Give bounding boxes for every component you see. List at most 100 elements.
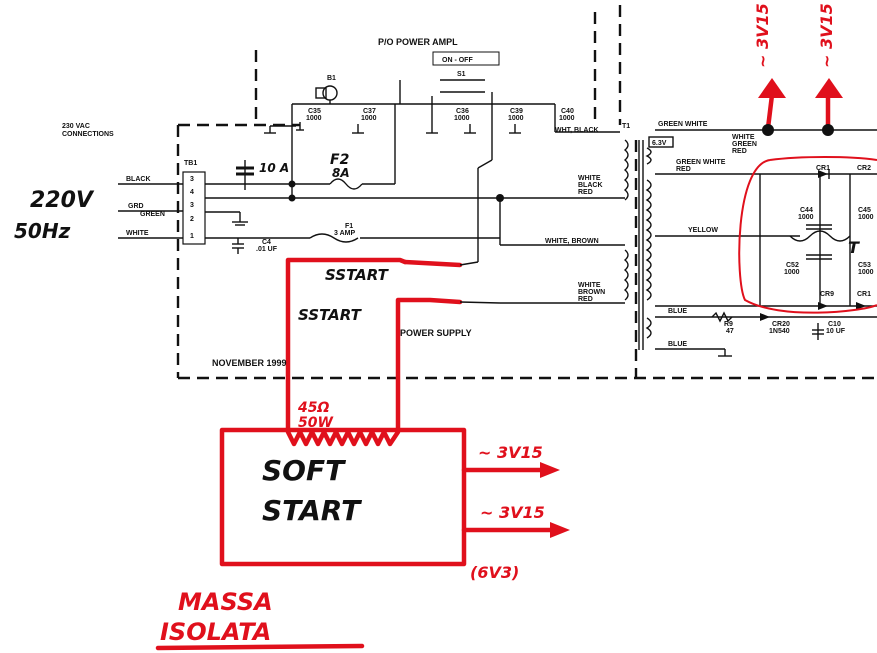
terminal-num-2: 4 bbox=[190, 189, 194, 196]
cap-c10-ref: C10 bbox=[828, 321, 841, 328]
sec-wgr-2: GREEN bbox=[732, 141, 757, 148]
power-supply-label: POWER SUPPLY bbox=[400, 328, 472, 338]
sec-white-green-red: WHITE GREEN RED bbox=[732, 134, 759, 155]
connections-label: 230 VAC CONNECTIONS bbox=[62, 123, 114, 138]
cap-c40-ref: C40 bbox=[561, 108, 574, 115]
resistor-r9-ref: R9 bbox=[724, 321, 733, 328]
wire-white-label: WHITE bbox=[126, 230, 149, 237]
connections-label-line2: CONNECTIONS bbox=[62, 131, 114, 138]
diode-cr1b-ref: CR1 bbox=[857, 291, 871, 298]
terminal-num-3: 3 bbox=[190, 202, 194, 209]
secondary-side: GREEN WHITE 6.3V WHITE GREEN RED GREEN W… bbox=[645, 121, 877, 357]
sec-green-white: GREEN WHITE bbox=[658, 121, 708, 128]
cap-c45-ref: C45 bbox=[858, 207, 871, 214]
out-label-2: ~ 3V15 bbox=[480, 503, 545, 522]
sec-yellow: YELLOW bbox=[688, 227, 718, 234]
cap-c10-value: 10 UF bbox=[826, 328, 846, 335]
transformer-t1: T1 WHITE BLACK RED WHITE, BROWN WHITE BR… bbox=[500, 123, 644, 350]
terminal-num-1: 3 bbox=[190, 176, 194, 183]
soft-start-wiring: SSTART SSTART POWER SUPPLY NOVEMBER 1999 bbox=[212, 159, 504, 433]
switch-label-box bbox=[432, 51, 500, 66]
rectifier-highlight-top bbox=[769, 156, 877, 161]
sec-wgr-1: WHITE bbox=[732, 134, 755, 141]
switch-label: ON - OFF bbox=[442, 57, 473, 64]
sec-blue-1: BLUE bbox=[668, 308, 687, 315]
mains-frequency: 50Hz bbox=[14, 219, 71, 243]
cap-c40-value: 1000 bbox=[559, 115, 575, 122]
lead-wht-black: WHT, BLACK bbox=[555, 127, 599, 134]
sstart-label-2: SSTART bbox=[298, 306, 363, 324]
lead-wbrr-2: BROWN bbox=[578, 289, 605, 296]
cap-c35-ref: C35 bbox=[308, 108, 321, 115]
terminal-num-4: 2 bbox=[190, 216, 194, 223]
cap-c4-value: .01 UF bbox=[256, 246, 278, 253]
fuse-f1: F1 3 AMP bbox=[309, 223, 359, 243]
fuse-f1-ref: F1 bbox=[345, 223, 353, 230]
lead-wbr-2: BLACK bbox=[578, 182, 603, 189]
top-label-2: ~ 3V15 bbox=[817, 3, 836, 68]
sstart-label-1: SSTART bbox=[325, 266, 390, 284]
lead-white-brown: WHITE, BROWN bbox=[545, 238, 599, 245]
soft-start-outputs: ~ 3V15 ~ 3V15 (6V3) bbox=[461, 443, 570, 582]
cap-c44-ref: C44 bbox=[800, 207, 813, 214]
bottom-label-1: MASSA bbox=[178, 588, 273, 616]
fuse-f2-ref: F2 bbox=[330, 152, 349, 168]
cap-c52-ref: C52 bbox=[786, 262, 799, 269]
transformer-ref: T1 bbox=[622, 123, 630, 130]
wire-green-label: GREEN bbox=[140, 211, 165, 218]
handwritten-cap-label: 10 A bbox=[259, 161, 289, 175]
cap-c39-value: 1000 bbox=[508, 115, 524, 122]
soft-start-box: 45Ω 50W SOFT START bbox=[219, 400, 467, 567]
top-cap-bank: C35 1000 C37 1000 C36 1000 C39 1000 C40 … bbox=[264, 103, 620, 202]
sec-6v3: 6.3V bbox=[652, 140, 667, 147]
handwritten-cap: 10 A bbox=[236, 160, 289, 190]
switch-ref: S1 bbox=[457, 71, 466, 78]
sec-gwr-1: GREEN WHITE bbox=[676, 159, 726, 166]
switch-s1 bbox=[399, 79, 493, 160]
lead-wbr-3: RED bbox=[578, 189, 593, 196]
resistor-r9-value: 47 bbox=[726, 328, 734, 335]
cap-c44-value: 1000 bbox=[798, 214, 814, 221]
wire-grd-label: GRD bbox=[128, 203, 144, 210]
out-label-1: ~ 3V15 bbox=[478, 443, 543, 462]
resistor-power-label: 50W bbox=[298, 415, 333, 431]
resistor-value-label: 45Ω bbox=[297, 400, 329, 416]
cap-c4-ref: C4 bbox=[262, 239, 271, 246]
wire-black-label: BLACK bbox=[126, 176, 151, 183]
rectifier-highlight bbox=[738, 159, 877, 314]
footer-date: NOVEMBER 1999 bbox=[212, 358, 287, 368]
terminal-num-5: 1 bbox=[190, 233, 194, 240]
mains-voltage: 220V bbox=[30, 188, 95, 213]
soft-start-title-2: START bbox=[262, 494, 362, 527]
cap-c36-value: 1000 bbox=[454, 115, 470, 122]
soft-start-title-1: SOFT bbox=[262, 454, 346, 487]
lead-wbr-1: WHITE bbox=[578, 175, 601, 182]
lead-white-brown-red: WHITE BROWN RED bbox=[578, 282, 607, 303]
diode-cr9-ref: CR9 bbox=[820, 291, 834, 298]
cap-c4: C4 .01 UF bbox=[232, 238, 278, 254]
cap-c36-ref: C36 bbox=[456, 108, 469, 115]
diode-cr20-value: 1N540 bbox=[769, 328, 790, 335]
cap-c35-value: 1000 bbox=[306, 115, 322, 122]
fuse-f2-value: 8A bbox=[332, 166, 350, 180]
terminal-block: TB1 3 4 3 2 1 bbox=[182, 160, 206, 245]
sec-green-white-red: GREEN WHITE RED bbox=[676, 159, 727, 173]
page-title: P/O POWER AMPL bbox=[378, 37, 458, 47]
sec-gwr-2: RED bbox=[676, 166, 691, 173]
top-label-1: ~ 3V15 bbox=[753, 3, 772, 68]
cap-c53-value: 1000 bbox=[858, 269, 874, 276]
fuse-f2: F2 8A bbox=[235, 152, 395, 190]
cap-c45-value: 1000 bbox=[858, 214, 874, 221]
cap-c37-value: 1000 bbox=[361, 115, 377, 122]
sec-blue-2: BLUE bbox=[668, 341, 687, 348]
sec-handwritten-t: T bbox=[848, 238, 860, 257]
sec-wgr-3: RED bbox=[732, 148, 747, 155]
out-label-3: (6V3) bbox=[470, 563, 519, 582]
top-output-arrows: ~ 3V15 ~ 3V15 bbox=[753, 3, 843, 136]
connections-label-line1: 230 VAC bbox=[62, 123, 90, 130]
cap-c37-ref: C37 bbox=[363, 108, 376, 115]
cap-c52-value: 1000 bbox=[784, 269, 800, 276]
diode-cr20-ref: CR20 bbox=[772, 321, 790, 328]
cap-c39-ref: C39 bbox=[510, 108, 523, 115]
